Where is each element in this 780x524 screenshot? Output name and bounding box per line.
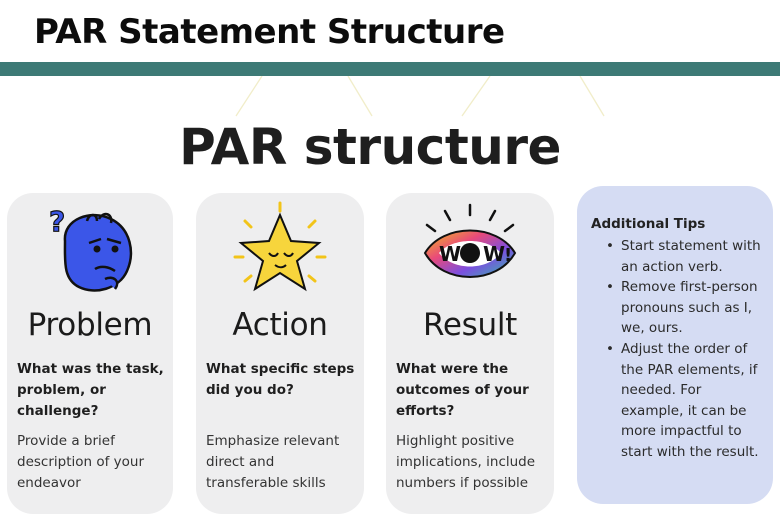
bullet-icon: • — [606, 238, 614, 254]
card-description-action: Emphasize relevant direct and transferab… — [206, 433, 340, 491]
problem-card: ? Problem What was the task, problem, or… — [7, 193, 173, 514]
card-title-problem: Problem — [27, 307, 153, 343]
wow-eye-icon: W W ! — [423, 203, 517, 278]
card-title-result: Result — [423, 307, 517, 343]
tip-item: •Adjust the order of the PAR elements, i… — [606, 340, 759, 460]
action-card: Action What specific steps did you do? E… — [196, 193, 364, 514]
card-question-action: What specific steps did you do? — [206, 361, 355, 398]
confused-face-icon: ? — [48, 204, 133, 292]
tips-list: •Start statement with an action verb. •R… — [591, 236, 765, 463]
tips-title: Additional Tips — [591, 216, 706, 232]
svg-text:W: W — [483, 242, 505, 266]
card-description-result: Highlight positive implications, include… — [396, 433, 536, 491]
tip-item: •Remove first-person pronouns such as I,… — [606, 279, 758, 337]
svg-text:!: ! — [504, 245, 512, 266]
card-title-action: Action — [232, 307, 328, 343]
card-description-problem: Provide a brief description of your ende… — [17, 433, 145, 491]
slide-heading: PAR structure — [179, 118, 561, 176]
bullet-icon: • — [606, 340, 614, 357]
svg-text:W: W — [439, 242, 461, 266]
decorative-lines — [235, 76, 605, 117]
card-question-problem: What was the task, problem, or challenge… — [17, 361, 164, 419]
bullet-icon: • — [606, 279, 614, 296]
svg-text:?: ? — [49, 205, 65, 238]
header-divider-bar — [0, 62, 780, 76]
header-title: PAR Statement Structure — [34, 12, 505, 52]
card-question-result: What were the outcomes of your efforts? — [396, 361, 529, 419]
star-icon — [233, 201, 327, 292]
tip-item: •Start statement with an action verb. — [606, 238, 761, 275]
result-card: W W ! Result What were the outcomes of y… — [386, 193, 554, 514]
additional-tips-card: Additional Tips •Start statement with an… — [577, 186, 773, 504]
